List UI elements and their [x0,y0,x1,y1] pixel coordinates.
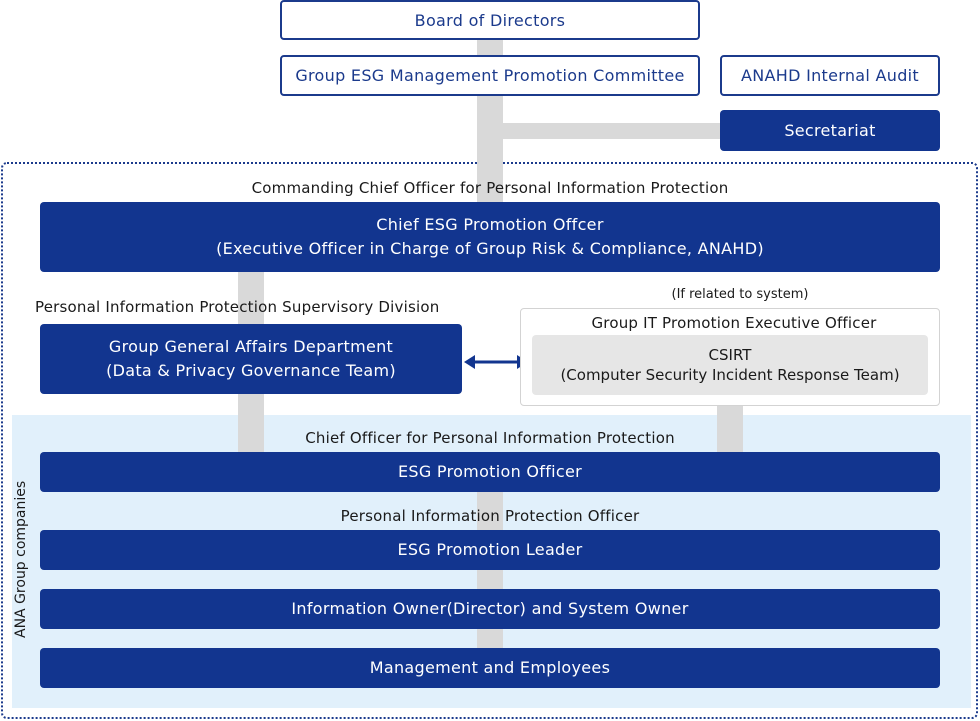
pip-officer-label: Personal Information Protection Officer [340,507,640,525]
board-of-directors-box: Board of Directors [280,0,700,40]
commanding-chief-label: Commanding Chief Officer for Personal In… [251,179,729,197]
general-affairs-title: Group General Affairs Department [108,337,394,356]
chief-officer-pip-label: Chief Officer for Personal Information P… [305,429,675,447]
esg-promotion-officer-label: ESG Promotion Officer [397,462,583,481]
esg-committee-label: Group ESG Management Promotion Committee [295,66,685,85]
connector-group-3 [477,629,503,648]
csirt-box: CSIRT (Computer Security Incident Respon… [532,335,928,395]
secretariat-box: Secretariat [720,110,940,151]
esg-promotion-leader-label: ESG Promotion Leader [397,540,583,559]
csirt-subtitle: (Computer Security Incident Response Tea… [560,366,900,384]
chief-esg-officer-subtitle: (Executive Officer in Charge of Group Ri… [216,239,764,258]
general-affairs-box: Group General Affairs Department (Data &… [40,324,462,394]
connector-right [717,406,743,452]
secretariat-label: Secretariat [784,120,876,140]
connector-left-lower [238,394,264,452]
esg-promotion-leader-box: ESG Promotion Leader [40,530,940,570]
supervisory-division-label: Personal Information Protection Supervis… [35,298,440,316]
board-of-directors-label: Board of Directors [414,10,566,30]
internal-audit-label: ANAHD Internal Audit [740,66,919,85]
information-owner-label: Information Owner(Director) and System O… [291,599,689,618]
chief-esg-officer-box: Chief ESG Promotion Offcer (Executive Of… [40,202,940,272]
internal-audit-box: ANAHD Internal Audit [720,55,940,96]
esg-committee-box: Group ESG Management Promotion Committee [280,55,700,96]
management-employees-label: Management and Employees [369,658,611,677]
connector-left [238,272,264,324]
management-employees-box: Management and Employees [40,648,940,688]
connector-group-2 [477,570,503,589]
esg-promotion-officer-box: ESG Promotion Officer [40,452,940,492]
it-officer-label: Group IT Promotion Executive Officer [591,314,877,332]
chief-esg-officer-title: Chief ESG Promotion Offcer [376,215,604,234]
if-related-note: (If related to system) [671,287,809,302]
general-affairs-subtitle: (Data & Privacy Governance Team) [106,361,396,380]
csirt-title: CSIRT [708,346,752,364]
connector-group-1 [477,492,503,530]
information-owner-box: Information Owner(Director) and System O… [40,589,940,629]
connector-secretariat [503,123,720,139]
